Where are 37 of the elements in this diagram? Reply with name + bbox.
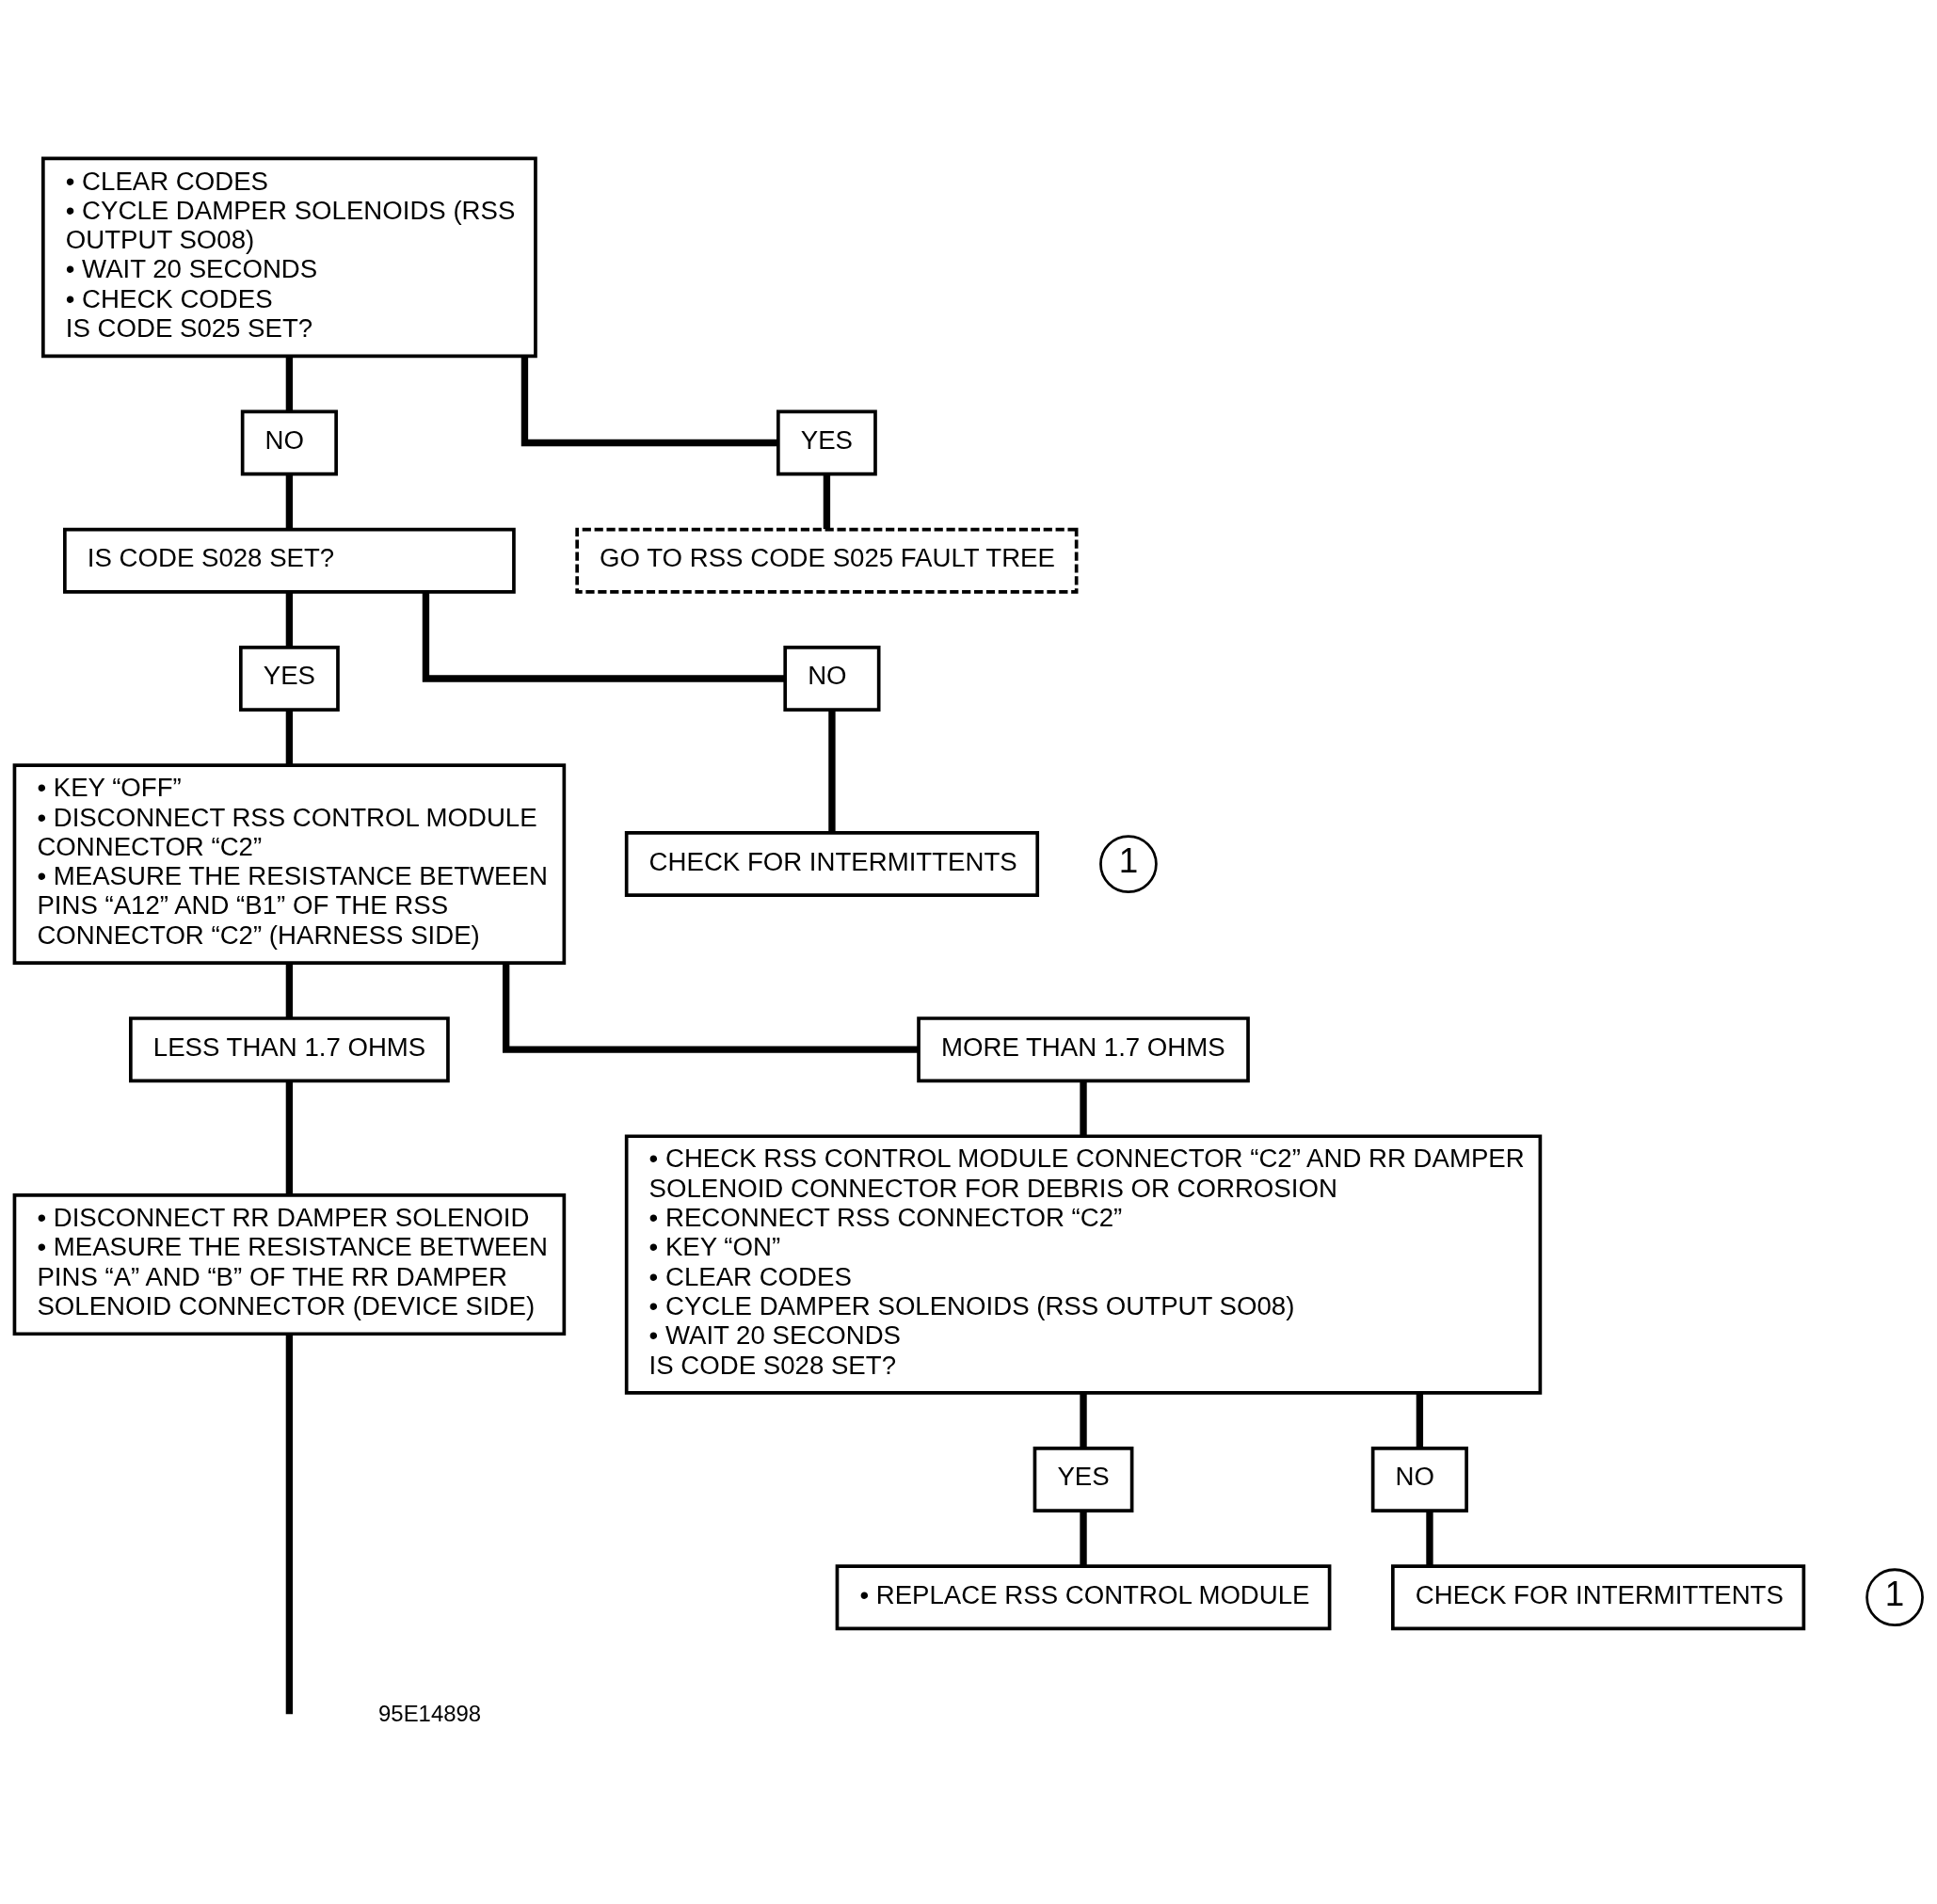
connector [1080,1511,1087,1566]
connector [285,356,294,411]
node-box: YES [1033,1446,1134,1512]
node-box: MORE THAN 1.7 OHMS [917,1016,1250,1082]
connector [422,591,785,682]
node-box: YES [776,408,877,475]
connector [285,1333,294,1714]
connector [828,709,836,832]
connector [1080,1080,1087,1136]
node-circle: 1 [1865,1567,1924,1626]
connector [285,1080,294,1195]
node-box: IS CODE S028 SET? [63,527,516,594]
connector [823,473,831,529]
connector [520,356,778,446]
connector [285,591,294,647]
node-box: NO [240,408,338,475]
node-box: NO [1370,1446,1468,1512]
connector [285,963,294,1018]
node-box: CHECK FOR INTERMITTENTS [624,830,1040,897]
node-box: CHECK FOR INTERMITTENTS [1391,1563,1806,1630]
connector [502,963,919,1053]
node-circle: 1 [1099,834,1158,893]
connector [1080,1392,1087,1448]
node-box: • REPLACE RSS CONTROL MODULE [835,1563,1332,1630]
connector [285,473,294,529]
connector [285,709,294,765]
connector [1416,1392,1424,1448]
node-box: • DISCONNECT RR DAMPER SOLENOID • MEASURE THE RESISTANCE BETWEEN PINS “A” AND “B” OF THE RR DAMPER SOLENOID CONNECTOR (DEVICE SIDE) [12,1192,567,1336]
node-box: YES [239,645,340,712]
node-box: • KEY “OFF” • DISCONNECT RSS CONTROL MODULE CONNECTOR “C2” • MEASURE THE RESISTANCE BETWEEN PINS “A12” AND “B1” OF THE RSS CONNECTOR “C2” (HARNESS SIDE) [12,762,567,965]
node-box: NO [783,645,881,712]
label: 95E14898 [378,1700,482,1726]
node-box: • CLEAR CODES • CYCLE DAMPER SOLENOIDS (RSS OUTPUT SO08) • WAIT 20 SECONDS • CHECK CODES IS CODE S025 SET? [41,156,537,358]
node-box: LESS THAN 1.7 OHMS [129,1016,450,1082]
node-box: • CHECK RSS CONTROL MODULE CONNECTOR “C2” AND RR DAMPER SOLENOID CONNECTOR FOR DEBRIS OR CORROSION • RECONNECT RSS CONNECTOR “C2” • KEY “ON” • CLEAR CODES • CYCLE DAMPER SOLENOIDS (RSS OUTPUT SO08) • WAIT 20 SECONDS IS CODE S028 SET? [624,1133,1543,1395]
node-box: GO TO RSS CODE S025 FAULT TREE [575,527,1079,594]
connector [1426,1511,1433,1566]
